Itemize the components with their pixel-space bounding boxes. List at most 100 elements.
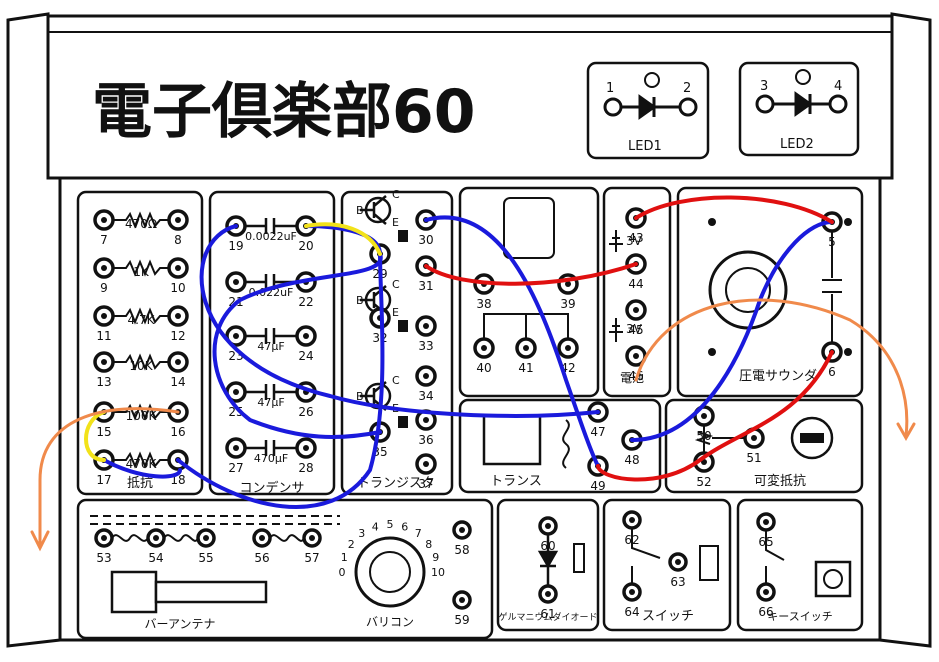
wire-15-to-17 (84, 410, 106, 462)
switch-box (602, 498, 732, 632)
led1-label: LED1 (628, 139, 662, 154)
terminal-26-number: 26 (298, 405, 313, 419)
terminal-2[interactable] (678, 97, 698, 117)
led2-panel: 3 4 LED2 (738, 61, 860, 157)
terminal-27-center (233, 445, 239, 451)
wire-43-to-5 (634, 195, 834, 224)
terminal-30-number: 30 (418, 233, 433, 247)
terminal-11-number: 11 (96, 329, 111, 343)
resistor-label: 抵抗 (127, 476, 153, 491)
battery-symbol (609, 318, 623, 342)
terminal-61-center (545, 591, 551, 597)
transformer-label: トランス (490, 474, 542, 489)
arrow-left-head (30, 530, 50, 552)
screw-icon (708, 348, 716, 356)
piezo-symbol (822, 232, 842, 342)
slide-switch[interactable] (699, 545, 719, 581)
terminal-57-number: 57 (304, 551, 319, 565)
led2-pin-right: 4 (834, 79, 842, 94)
varicon-tick-7: 7 (415, 527, 422, 540)
terminal-23-center (233, 333, 239, 339)
terminal-66-center (763, 589, 769, 595)
terminal-54-center (153, 535, 159, 541)
relay-body (503, 197, 555, 259)
transformer-box (458, 398, 662, 494)
terminal-21-center (233, 279, 239, 285)
switch-label: スイッチ (642, 609, 694, 624)
resistor-symbol (113, 307, 169, 325)
terminal-24-center (303, 333, 309, 339)
terminal-11-center (101, 313, 107, 319)
varicon-tick-6: 6 (401, 520, 408, 533)
terminal-44-number: 44 (628, 277, 643, 291)
ferrite-rod (154, 580, 268, 604)
varicon-tick-2: 2 (348, 538, 355, 551)
resistor-symbol (113, 451, 169, 469)
antenna-coils (111, 534, 305, 542)
terminal-34-center (423, 373, 429, 379)
terminal-36-center (423, 417, 429, 423)
capacitor-symbol (245, 328, 297, 344)
terminal-54-number: 54 (148, 551, 163, 565)
terminal-4[interactable] (828, 94, 848, 114)
terminal-40-number: 40 (476, 361, 491, 375)
led1-light-icon (644, 72, 660, 88)
led1-panel: 1 2 LED1 (586, 61, 710, 160)
diode-body (573, 543, 585, 573)
transistor-label: トランジスタ (357, 476, 435, 491)
wire-6-to-49 (596, 350, 834, 482)
terminal-10-center (175, 265, 181, 271)
led2-pin-left: 3 (760, 79, 768, 94)
terminal-59-number: 59 (454, 613, 469, 627)
terminal-63-center (675, 559, 681, 565)
led2-label: LED2 (780, 137, 814, 152)
screw-icon (708, 218, 716, 226)
terminal-48-number: 48 (624, 453, 639, 467)
relay-box (458, 186, 600, 398)
terminal-3[interactable] (755, 94, 775, 114)
led1-pin-right: 2 (683, 81, 691, 96)
terminal-53-number: 53 (96, 551, 111, 565)
capacitor-value-1: 0.022uF (249, 286, 294, 299)
transistor-b-label: B (356, 390, 364, 403)
transistor-body-mark (398, 320, 408, 332)
resistor-value-0: 470Ω (125, 217, 157, 231)
terminal-31-number: 31 (418, 279, 433, 293)
capacitor-value-3: 47μF (257, 396, 284, 409)
piezo-inner (725, 267, 771, 313)
terminal-7-number: 7 (100, 233, 108, 247)
terminal-17-number: 17 (96, 473, 111, 487)
led2-light-icon (795, 69, 811, 85)
terminal-32-number: 32 (372, 331, 387, 345)
wire-18-to-29 (176, 252, 385, 509)
variable-resistor-box (664, 398, 864, 494)
terminal-1[interactable] (603, 97, 623, 117)
antenna-box (76, 498, 494, 640)
diode-label: ゲルマニウムダイオード (498, 611, 597, 623)
capacitor-label: コンデンサ (239, 480, 304, 496)
capacitor-value-4: 470μF (254, 452, 288, 465)
transistor-e-label: E (392, 216, 399, 229)
arrow-right (634, 298, 909, 438)
piezo-disc (708, 250, 788, 330)
terminal-28-center (303, 445, 309, 451)
terminal-36-number: 36 (418, 433, 433, 447)
terminal-12-number: 12 (170, 329, 185, 343)
terminal-50-center (701, 413, 707, 419)
antenna-wire (90, 515, 340, 525)
transistor-leads (360, 381, 387, 411)
board-title: 電子倶楽部60 (92, 77, 476, 147)
terminal-14-number: 14 (170, 375, 185, 389)
varicon-dial[interactable] (354, 536, 426, 608)
capacitor-symbol (245, 274, 297, 290)
capacitor-value-0: 0.0022uF (245, 230, 297, 243)
terminal-53-center (101, 535, 107, 541)
transistor-c-label: C (392, 278, 400, 291)
resistor-value-2: 4.7K (128, 313, 156, 327)
varicon-tick-5: 5 (387, 518, 394, 531)
terminal-16-number: 16 (170, 425, 185, 439)
transformer-coil (562, 419, 570, 469)
wire-20-to-29 (304, 222, 382, 256)
led2-symbol (773, 91, 830, 117)
